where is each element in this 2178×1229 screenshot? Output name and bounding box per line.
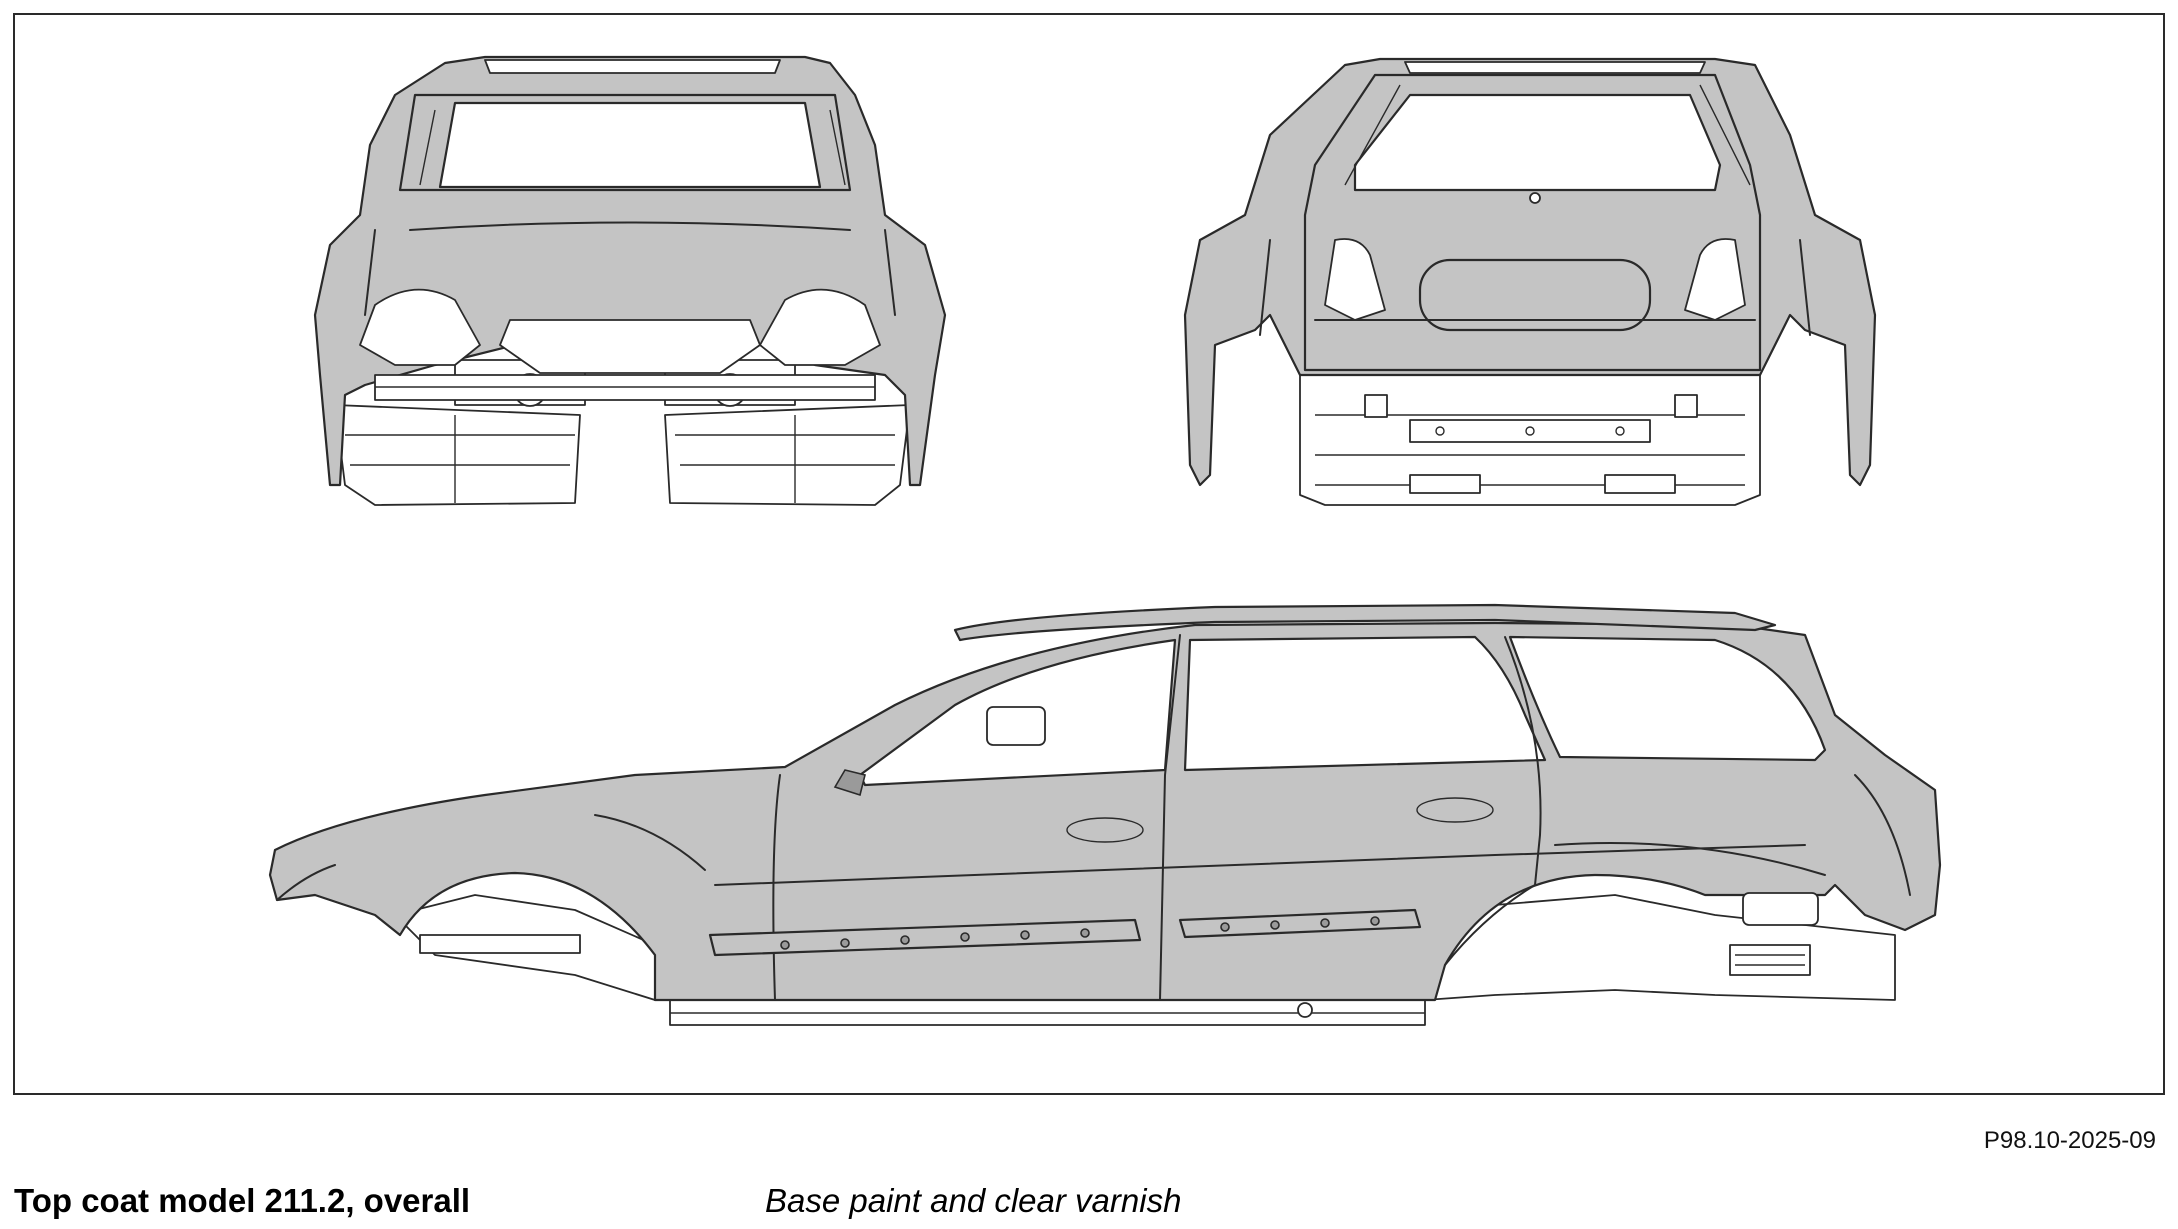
number-plate-recess — [1418, 258, 1652, 332]
vehicle-body-drawing — [268, 55, 1942, 1026]
side-view — [268, 603, 1942, 1026]
figure-reference-code: P98.10-2025-09 — [1983, 1127, 2156, 1154]
rear-door-window — [1183, 635, 1547, 772]
right-tail-lamp-opening — [1684, 238, 1746, 321]
rear-quarter-window — [1508, 635, 1827, 762]
b-pillar-cutline — [1159, 634, 1181, 1001]
front-view — [313, 55, 947, 506]
rear-door-protective-strip — [1178, 908, 1422, 939]
rear-view — [1183, 57, 1877, 506]
rear-view-underbody — [1299, 374, 1761, 506]
figure-subtitle: Base paint and clear varnish — [765, 1182, 1182, 1219]
rear-window — [1353, 93, 1722, 192]
rear-door-cutline — [1444, 636, 1542, 966]
front-door-handle — [1066, 817, 1144, 843]
left-tail-lamp-opening — [1324, 238, 1386, 321]
diagram-frame — [13, 13, 2165, 1095]
front-door-cutline — [772, 774, 781, 1001]
side-mirror — [986, 706, 1046, 746]
figure-title: Top coat model 211.2, overall — [14, 1182, 471, 1219]
front-grille-opening — [499, 319, 761, 374]
rear-reflector-recess — [1742, 892, 1819, 926]
rear-door-handle — [1416, 797, 1494, 823]
front-door-protective-strip — [708, 918, 1142, 957]
front-windshield — [438, 101, 822, 189]
